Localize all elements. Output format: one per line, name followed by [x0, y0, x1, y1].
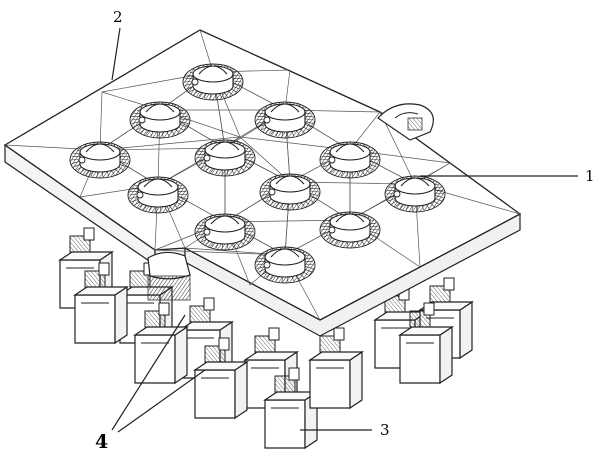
label-4: 4: [95, 431, 108, 453]
module-screw: [263, 116, 271, 124]
annotations: 2 1 3 4: [95, 8, 595, 453]
module-screw: [203, 154, 211, 162]
mirror-module: [259, 173, 321, 211]
module-dome: [143, 178, 173, 188]
leader-line-4b: [117, 369, 206, 433]
facet-line: [99, 91, 103, 151]
motor-side: [459, 300, 473, 360]
module-dome: [270, 103, 300, 113]
module-screw: [191, 78, 199, 86]
module-dome: [400, 177, 430, 187]
actuator: [398, 302, 454, 385]
mirror-module: [194, 213, 256, 251]
linkage-arm: [83, 227, 95, 241]
motor-front: [399, 334, 441, 384]
module-screw: [268, 188, 276, 196]
linkage-arm: [443, 277, 455, 291]
module-dome: [85, 143, 115, 153]
label-1: 1: [585, 167, 595, 185]
motor-top: [243, 351, 299, 361]
module-dome: [270, 248, 300, 258]
label-2: 2: [113, 8, 123, 26]
linkage-arm: [333, 327, 345, 341]
mount-bracket: [377, 103, 434, 141]
motor-top: [58, 251, 114, 261]
motor-front: [264, 399, 306, 449]
module-screw: [328, 226, 336, 234]
motor-side: [174, 325, 188, 385]
label-3: 3: [380, 421, 390, 439]
motor-side: [349, 350, 363, 410]
mirror-module: [254, 246, 316, 284]
mirror-module: [129, 101, 191, 139]
mount-bracket-front: [147, 251, 191, 301]
module-screw: [203, 228, 211, 236]
motor-front: [309, 359, 351, 409]
mirror-module: [127, 176, 189, 214]
motor-side: [439, 325, 453, 385]
motor-top: [178, 321, 234, 331]
facet-line: [99, 136, 241, 151]
linkage-arm: [218, 337, 230, 351]
mirror-module: [319, 211, 381, 249]
module-dome: [210, 141, 240, 151]
motor-front: [134, 334, 176, 384]
motor-side: [114, 285, 128, 345]
mirror-module: [182, 63, 244, 101]
module-screw: [393, 190, 401, 198]
linkage-arm: [268, 327, 280, 341]
leader-line-4a: [111, 314, 186, 431]
motor-top: [308, 351, 364, 361]
module-dome: [275, 175, 305, 185]
motor-side: [234, 360, 248, 420]
motor-top: [398, 326, 454, 336]
module-dome: [198, 65, 228, 75]
module-dome: [335, 143, 365, 153]
mirror-module: [319, 141, 381, 179]
mirror-module: [254, 101, 316, 139]
leader-line-2: [111, 27, 121, 81]
mirror-module: [69, 141, 131, 179]
linkage-arm: [288, 367, 300, 381]
module-dome: [145, 103, 175, 113]
actuator: [73, 262, 129, 345]
module-screw: [328, 156, 336, 164]
module-dome: [335, 213, 365, 223]
mirror-modules: [69, 63, 446, 284]
module-screw: [136, 191, 144, 199]
motor-top: [193, 361, 249, 371]
mirror-module: [384, 175, 446, 213]
module-screw: [263, 261, 271, 269]
module-screw: [138, 116, 146, 124]
motor-top: [73, 286, 129, 296]
motor-front: [194, 369, 236, 419]
mirror-module: [194, 139, 256, 177]
actuator: [308, 327, 364, 410]
actuator: [193, 337, 249, 420]
actuator-array: [58, 227, 474, 450]
linkage-arm: [98, 262, 110, 276]
motor-front: [74, 294, 116, 344]
linkage-arm: [158, 302, 170, 316]
linkage-arm: [423, 302, 435, 316]
linkage-arm: [203, 297, 215, 311]
module-dome: [210, 215, 240, 225]
module-screw: [78, 156, 86, 164]
